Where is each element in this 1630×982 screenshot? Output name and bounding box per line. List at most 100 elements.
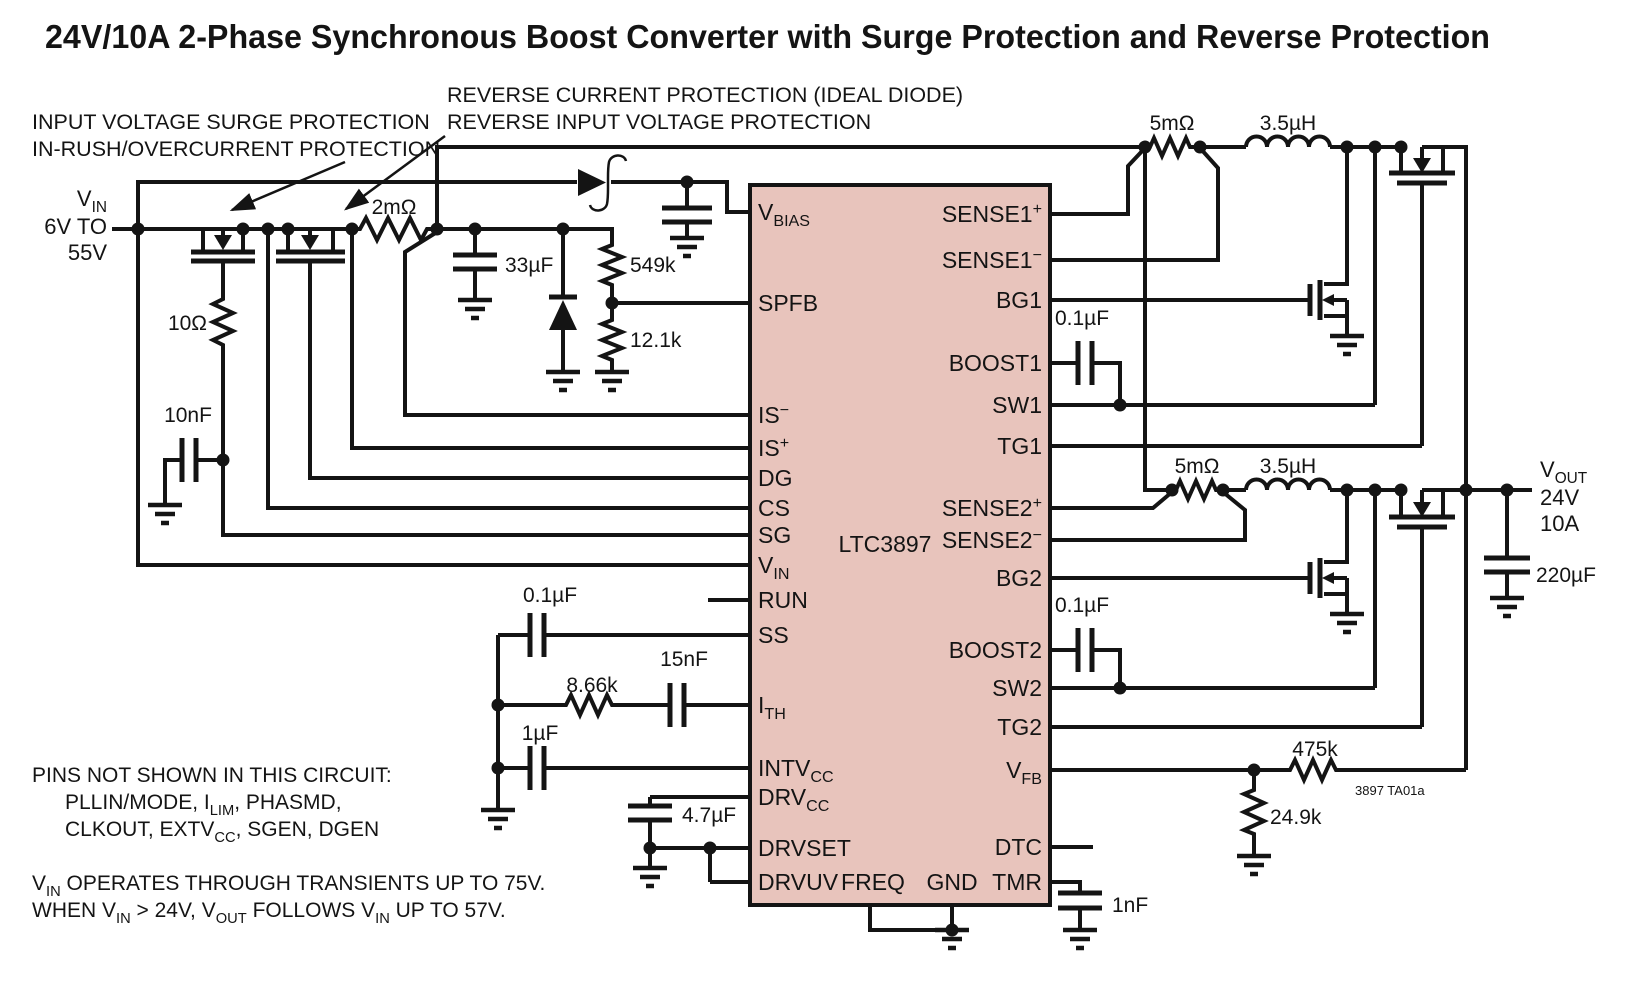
capacitor-15nf (667, 683, 687, 727)
junction-dot (1394, 140, 1408, 154)
ic-body (748, 183, 1052, 907)
mosfet-body-diode-icon (1413, 502, 1431, 517)
annotation-surge-line2: IN-RUSH/OVERCURRENT PROTECTION (32, 137, 440, 161)
mosfet-body-arrow-icon (1322, 572, 1334, 584)
junction-dot (1113, 681, 1127, 695)
note-header: PINS NOT SHOWN IN THIS CIRCUIT: (32, 764, 392, 787)
label-c-boost2: 0.1µF (1055, 594, 1109, 617)
label-r-in-sense: 2mΩ (372, 196, 417, 219)
label-c-intvcc: 1µF (522, 722, 559, 745)
pin-label-sense2-minus: SENSE2− (942, 526, 1042, 553)
note-vin-transients: VIN OPERATES THROUGH TRANSIENTS UP TO 75… (32, 872, 545, 900)
ground-symbol (595, 372, 629, 390)
wire-sense2-minus (1050, 490, 1247, 542)
ground-symbol (148, 505, 182, 523)
ground-symbol (1330, 614, 1364, 632)
note-vout-follows: WHEN VIN > 24V, VOUT FOLLOWS VIN UP TO 5… (32, 899, 506, 927)
pin-label-cs: CS (758, 495, 790, 521)
resistor-475k (1285, 755, 1345, 785)
junction-dot (1216, 483, 1230, 497)
wire-sw2 (1050, 490, 1377, 690)
pin-label-ith: ITH (758, 692, 786, 723)
ic-part-number: LTC3897 (839, 531, 932, 557)
ground-symbol (1490, 598, 1524, 616)
ideal-diode (578, 154, 628, 212)
ic-bottom-pin-labels: FREQ GND (841, 869, 978, 895)
label-c-out: 220µF (1536, 564, 1596, 587)
wire-top-power-rail (435, 145, 1145, 229)
ground-symbol (481, 810, 515, 828)
wire-fet-bot2 (1324, 490, 1349, 614)
reverse-pointer-arrow (343, 134, 446, 211)
pin-label-dtc: DTC (995, 834, 1042, 860)
mosfet-top-phase1 (1389, 147, 1455, 186)
junction-dot (703, 841, 717, 855)
mosfet-surge-protection (191, 229, 255, 264)
label-c-gate: 10nF (164, 404, 212, 427)
annotation-reverse-line1: REVERSE CURRENT PROTECTION (IDEAL DIODE) (447, 83, 963, 107)
pin-label-bg1: BG1 (996, 287, 1042, 313)
annotation-surge-line1: INPUT VOLTAGE SURGE PROTECTION (32, 110, 430, 134)
vout-voltage: 24V (1540, 485, 1579, 510)
junction-dot (1368, 483, 1382, 497)
wire-freq-gnd (868, 905, 954, 932)
pin-label-sg: SG (758, 522, 791, 548)
resistor-24.9k (1238, 784, 1269, 842)
wire-sense1-plus (1050, 146, 1147, 216)
ground-symbol (1063, 930, 1097, 948)
wire-phase2-feed (1143, 147, 1172, 492)
pin-label-drvuv: DRVUV (758, 869, 839, 895)
wire-rail-to-spfb-divider (437, 227, 614, 240)
resistor-12.1k (596, 315, 628, 367)
diode-triangle (578, 169, 606, 196)
label-r-gate: 10Ω (168, 312, 207, 335)
junction-dot (605, 296, 619, 310)
pin-label-sw2: SW2 (992, 675, 1042, 701)
wire-vbias-rail-left (136, 180, 577, 229)
wire-vin-pin (136, 229, 750, 567)
capacitor-1uf (527, 746, 547, 790)
pin-label-intvcc: INTVCC (758, 755, 834, 786)
wire-sense1-minus (1050, 146, 1220, 262)
ground-symbol (1237, 856, 1271, 874)
junction-dot (1394, 483, 1408, 497)
page-title: 24V/10A 2-Phase Synchronous Boost Conver… (45, 18, 1490, 55)
capacitor-vbias (662, 205, 712, 225)
junction-dot (556, 222, 570, 236)
wire-drvuv-pin (708, 848, 750, 884)
figure-label: 3897 TA01a (1355, 783, 1425, 798)
junction-dot (430, 222, 444, 236)
vout-current: 10A (1540, 511, 1579, 536)
resistor-549k (596, 240, 628, 292)
pin-label-ss: SS (758, 622, 789, 648)
mosfet-body-arrow-icon (1322, 294, 1334, 306)
wire-sw1 (1050, 147, 1377, 407)
label-c-drvcc: 4.7µF (682, 804, 736, 827)
junction-dot (1113, 398, 1127, 412)
label-r-spfb-top: 549k (630, 254, 676, 277)
junction-dot (131, 222, 145, 236)
wire-sense2-plus (1050, 490, 1174, 510)
ground-symbol (458, 300, 492, 318)
pin-label-sense1-plus: SENSE1+ (942, 200, 1042, 227)
wire-tg2 (1050, 527, 1424, 729)
wire-is-plus-pin (350, 229, 750, 450)
junction-dot (1165, 483, 1179, 497)
pin-label-gnd: GND (926, 869, 977, 895)
resistor-5mohm-phase1 (1145, 133, 1200, 161)
inductor-phase1 (1244, 134, 1332, 148)
wire-10nf-left (163, 458, 182, 505)
capacitor-33uf (453, 252, 497, 272)
ground-symbol (1330, 336, 1364, 354)
pin-label-is-plus: IS+ (758, 434, 789, 461)
notes-block: PINS NOT SHOWN IN THIS CIRCUIT: PLLIN/MO… (32, 764, 545, 927)
pin-label-tg2: TG2 (997, 714, 1042, 740)
label-l1: 3.5µH (1260, 112, 1316, 135)
junction-dot (643, 841, 657, 855)
capacitor-220uf (1484, 555, 1530, 575)
junction-dot (1340, 483, 1354, 497)
label-c-boost1: 0.1µF (1055, 307, 1109, 330)
junction-dot (945, 923, 959, 937)
